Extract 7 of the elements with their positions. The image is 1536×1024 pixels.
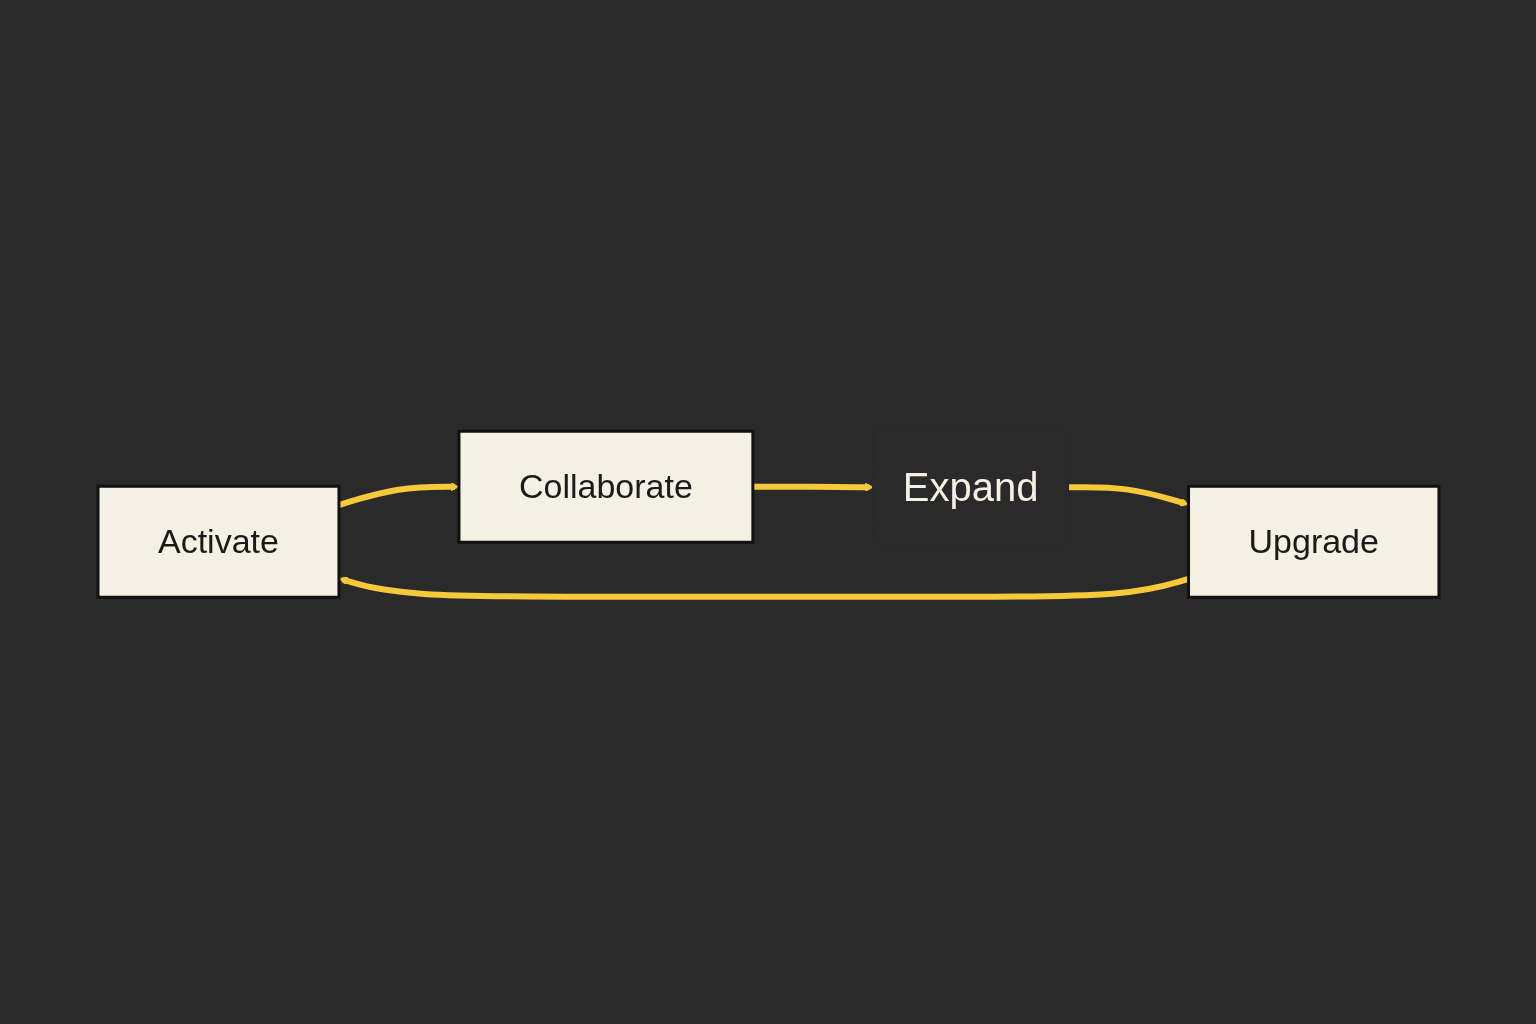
arrow	[752, 482, 874, 492]
arrow	[1068, 484, 1189, 507]
node-box	[457, 429, 754, 544]
node-text: Expand	[902, 464, 1039, 509]
arrow	[338, 576, 1189, 600]
node-box	[1186, 484, 1440, 599]
node-box	[96, 484, 340, 599]
